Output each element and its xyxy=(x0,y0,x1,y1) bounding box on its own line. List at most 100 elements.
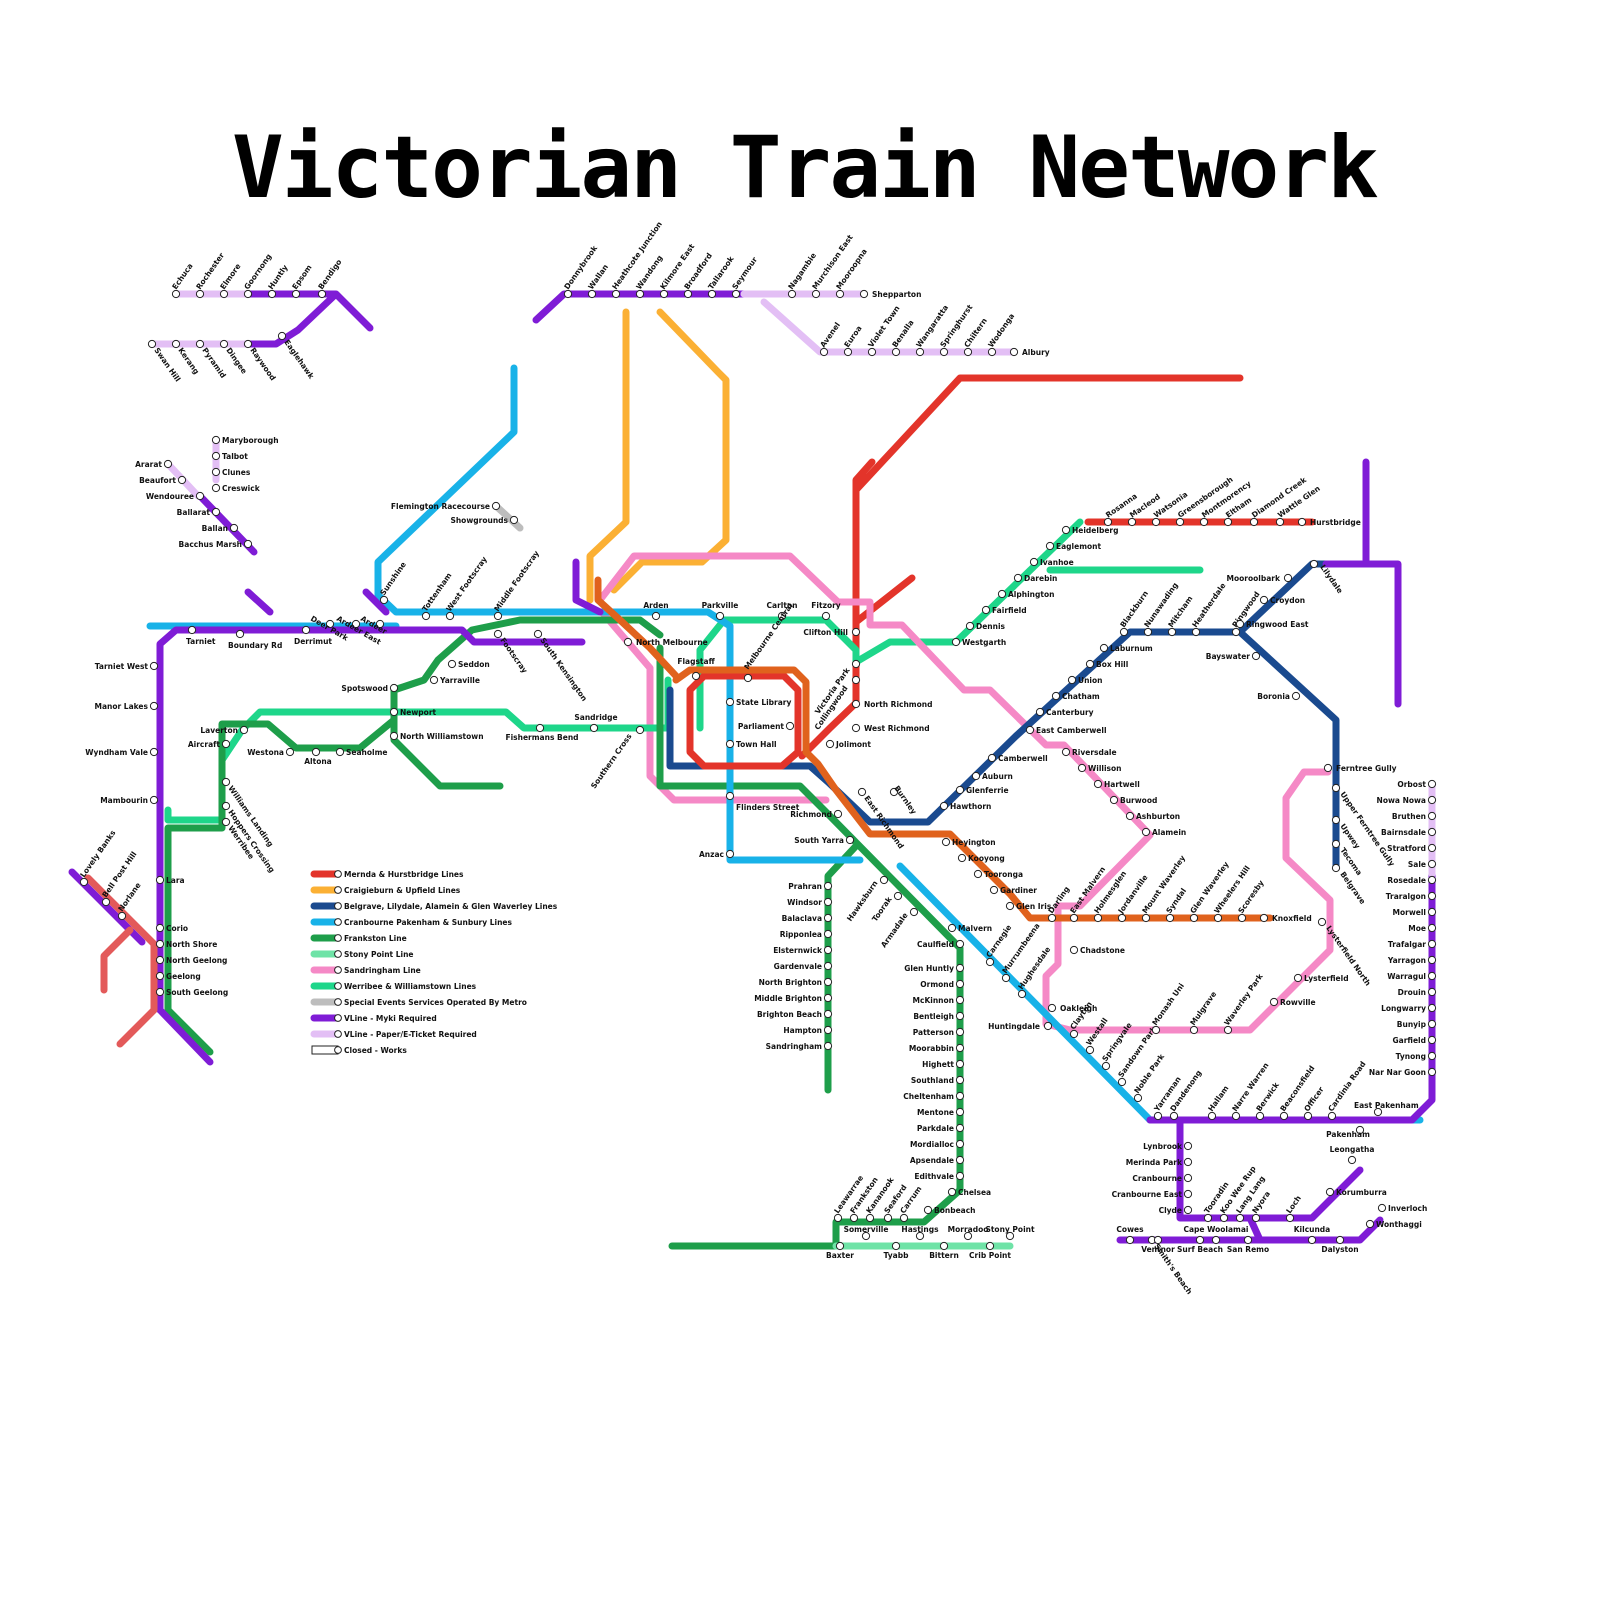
station-marker[interactable] xyxy=(494,630,501,637)
station-marker[interactable] xyxy=(966,622,973,629)
station-marker[interactable] xyxy=(972,772,979,779)
line-city-loop-red[interactable] xyxy=(690,676,798,766)
station-marker[interactable] xyxy=(1332,864,1339,871)
station-marker[interactable] xyxy=(564,290,571,297)
station-marker[interactable] xyxy=(660,290,667,297)
station-marker[interactable] xyxy=(1256,1112,1263,1119)
station-marker[interactable] xyxy=(894,892,901,899)
station-marker[interactable] xyxy=(590,724,597,731)
station-marker[interactable] xyxy=(956,980,963,987)
station-marker[interactable] xyxy=(988,348,995,355)
station-marker[interactable] xyxy=(1366,1220,1373,1227)
station-marker[interactable] xyxy=(1152,1026,1159,1033)
station-marker[interactable] xyxy=(900,1214,907,1221)
station-marker[interactable] xyxy=(150,702,157,709)
station-marker[interactable] xyxy=(212,436,219,443)
station-marker[interactable] xyxy=(1428,860,1435,867)
station-marker[interactable] xyxy=(1068,676,1075,683)
station-marker[interactable] xyxy=(852,700,859,707)
station-marker[interactable] xyxy=(1094,914,1101,921)
station-marker[interactable] xyxy=(1170,1112,1177,1119)
station-marker[interactable] xyxy=(910,908,917,915)
station-marker[interactable] xyxy=(786,722,793,729)
station-marker[interactable] xyxy=(956,1012,963,1019)
station-marker[interactable] xyxy=(824,962,831,969)
station-marker[interactable] xyxy=(824,994,831,1001)
station-marker[interactable] xyxy=(164,460,171,467)
station-marker[interactable] xyxy=(1030,558,1037,565)
station-marker[interactable] xyxy=(1110,796,1117,803)
station-marker[interactable] xyxy=(636,290,643,297)
station-marker[interactable] xyxy=(652,612,659,619)
station-marker[interactable] xyxy=(1048,914,1055,921)
station-marker[interactable] xyxy=(824,978,831,985)
station-marker[interactable] xyxy=(212,468,219,475)
station-marker[interactable] xyxy=(1078,764,1085,771)
station-marker[interactable] xyxy=(788,290,795,297)
station-marker[interactable] xyxy=(380,596,387,603)
station-marker[interactable] xyxy=(1428,972,1435,979)
station-marker[interactable] xyxy=(1120,628,1127,635)
station-marker[interactable] xyxy=(964,348,971,355)
station-marker[interactable] xyxy=(1196,1236,1203,1243)
station-marker[interactable] xyxy=(1308,1236,1315,1243)
station-marker[interactable] xyxy=(834,810,841,817)
station-marker[interactable] xyxy=(986,1242,993,1249)
station-marker[interactable] xyxy=(118,912,125,919)
station-marker[interactable] xyxy=(956,1060,963,1067)
station-marker[interactable] xyxy=(222,740,229,747)
station-marker[interactable] xyxy=(1238,914,1245,921)
station-marker[interactable] xyxy=(1190,914,1197,921)
station-marker[interactable] xyxy=(636,726,643,733)
station-marker[interactable] xyxy=(1428,1036,1435,1043)
station-marker[interactable] xyxy=(1232,628,1239,635)
station-marker[interactable] xyxy=(726,792,733,799)
station-marker[interactable] xyxy=(1224,1026,1231,1033)
station-marker[interactable] xyxy=(1298,518,1305,525)
station-marker[interactable] xyxy=(1014,574,1021,581)
station-marker[interactable] xyxy=(1292,692,1299,699)
station-marker[interactable] xyxy=(852,660,859,667)
station-marker[interactable] xyxy=(1184,1190,1191,1197)
station-marker[interactable] xyxy=(824,1010,831,1017)
station-marker[interactable] xyxy=(948,924,955,931)
station-marker[interactable] xyxy=(1232,1112,1239,1119)
station-marker[interactable] xyxy=(222,818,229,825)
station-marker[interactable] xyxy=(952,638,959,645)
station-marker[interactable] xyxy=(230,524,237,531)
station-marker[interactable] xyxy=(150,748,157,755)
station-marker[interactable] xyxy=(492,502,499,509)
station-marker[interactable] xyxy=(172,340,179,347)
station-marker[interactable] xyxy=(948,1188,955,1195)
station-marker[interactable] xyxy=(1332,784,1339,791)
station-marker[interactable] xyxy=(1102,1062,1109,1069)
station-marker[interactable] xyxy=(268,290,275,297)
station-marker[interactable] xyxy=(986,958,993,965)
station-marker[interactable] xyxy=(1318,918,1325,925)
station-marker[interactable] xyxy=(956,964,963,971)
line-vline-bendigo[interactable] xyxy=(248,294,370,344)
station-marker[interactable] xyxy=(1428,908,1435,915)
station-marker[interactable] xyxy=(1154,1236,1161,1243)
station-marker[interactable] xyxy=(1018,990,1025,997)
station-marker[interactable] xyxy=(844,348,851,355)
station-marker[interactable] xyxy=(222,802,229,809)
station-marker[interactable] xyxy=(942,838,949,845)
station-marker[interactable] xyxy=(156,972,163,979)
station-marker[interactable] xyxy=(708,290,715,297)
station-marker[interactable] xyxy=(866,1214,873,1221)
station-marker[interactable] xyxy=(1428,812,1435,819)
station-marker[interactable] xyxy=(824,1026,831,1033)
station-marker[interactable] xyxy=(852,676,859,683)
station-marker[interactable] xyxy=(244,340,251,347)
station-marker[interactable] xyxy=(244,540,251,547)
station-marker[interactable] xyxy=(336,748,343,755)
station-marker[interactable] xyxy=(1204,1214,1211,1221)
station-marker[interactable] xyxy=(1286,1214,1293,1221)
station-marker[interactable] xyxy=(1236,1214,1243,1221)
station-marker[interactable] xyxy=(1154,1112,1161,1119)
station-marker[interactable] xyxy=(1260,914,1267,921)
station-marker[interactable] xyxy=(1428,1068,1435,1075)
station-marker[interactable] xyxy=(1086,660,1093,667)
station-marker[interactable] xyxy=(188,626,195,633)
